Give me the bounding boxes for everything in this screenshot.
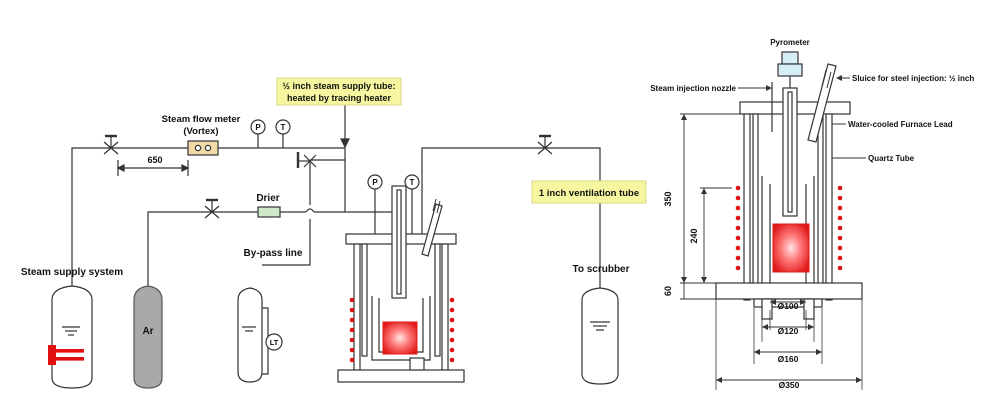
dia-120-label: Ø120 (778, 326, 799, 336)
argon-label: Ar (142, 326, 153, 337)
crossover-hop (305, 208, 315, 213)
temperature-gauge-1 (275, 119, 291, 135)
level-transmitter (265, 333, 283, 351)
crucible-small (382, 321, 418, 355)
steam-line-after-meter (218, 147, 346, 170)
dim-60-vertical: 60 (663, 286, 673, 296)
furnace-base (337, 369, 465, 383)
vent-tube-note: 1 inch ventilation tube (539, 188, 639, 199)
pressure-gauge-2-label: P (372, 178, 378, 187)
heater-dots-large (735, 185, 843, 271)
dia-100-label: Ø100 (778, 301, 799, 311)
crucible-large (772, 223, 810, 273)
quartz-tube-label: Quartz Tube (868, 154, 915, 163)
bypass-tank (237, 287, 283, 383)
steam-tube-note-line1: ½ inch steam supply tube: (282, 81, 395, 91)
left-schematic (71, 104, 601, 290)
dim-240-vertical: 240 (689, 228, 699, 243)
furnace-base-large (715, 282, 863, 300)
steam-main-line (71, 147, 188, 290)
argon-cylinder (133, 285, 163, 389)
pressure-gauge-2 (367, 174, 383, 190)
ventilation-line (421, 147, 601, 290)
level-transmitter-label: LT (270, 338, 279, 347)
temperature-gauge-2 (404, 174, 420, 190)
steam-supply-vessel (48, 285, 93, 389)
temperature-gauge-2-label: T (410, 178, 415, 187)
steam-supply-label: Steam supply system (21, 267, 123, 278)
heater-dots-small (349, 297, 455, 363)
dim-650-label: 650 (147, 155, 162, 165)
pyrometer-body (781, 51, 799, 65)
scrubber-label: To scrubber (572, 264, 629, 275)
sluice-label: Sluice for steel injection: ½ inch (852, 74, 974, 83)
dim-350-vertical: 350 (663, 191, 673, 206)
furnace-lead-label: Water-cooled Furnace Lead (848, 120, 953, 129)
dimension-arrowheads (681, 114, 862, 383)
right-schematic (715, 51, 863, 320)
sluice-small (421, 203, 443, 257)
steam-tube-note-box (276, 77, 402, 106)
steam-nozzle-label: Steam injection nozzle (650, 84, 736, 93)
scrubber-tank (581, 287, 619, 385)
pyrometer-label: Pyrometer (770, 38, 810, 47)
pressure-gauge-1 (250, 119, 266, 135)
pressure-gauge-1-label: P (255, 123, 261, 132)
temperature-gauge-1-label: T (281, 123, 286, 132)
vent-tube-note-box (531, 180, 647, 204)
bypass-lower (262, 219, 311, 266)
argon-line (147, 211, 258, 290)
dimension-lines (680, 113, 863, 390)
flow-meter-label-line1: Steam flow meter (162, 114, 241, 125)
dia-160-label: Ø160 (778, 354, 799, 364)
dia-350-label: Ø350 (779, 380, 800, 390)
furnace-small (337, 185, 465, 383)
bypass-label: By-pass line (244, 248, 303, 259)
sluice-large (807, 63, 837, 143)
drier-label: Drier (256, 193, 279, 204)
steam-tube-note-line2: heated by tracing heater (287, 93, 392, 103)
drier-unit (257, 206, 281, 218)
steam-flow-meter (187, 140, 219, 156)
flow-meter-label-line2: (Vortex) (183, 126, 218, 137)
